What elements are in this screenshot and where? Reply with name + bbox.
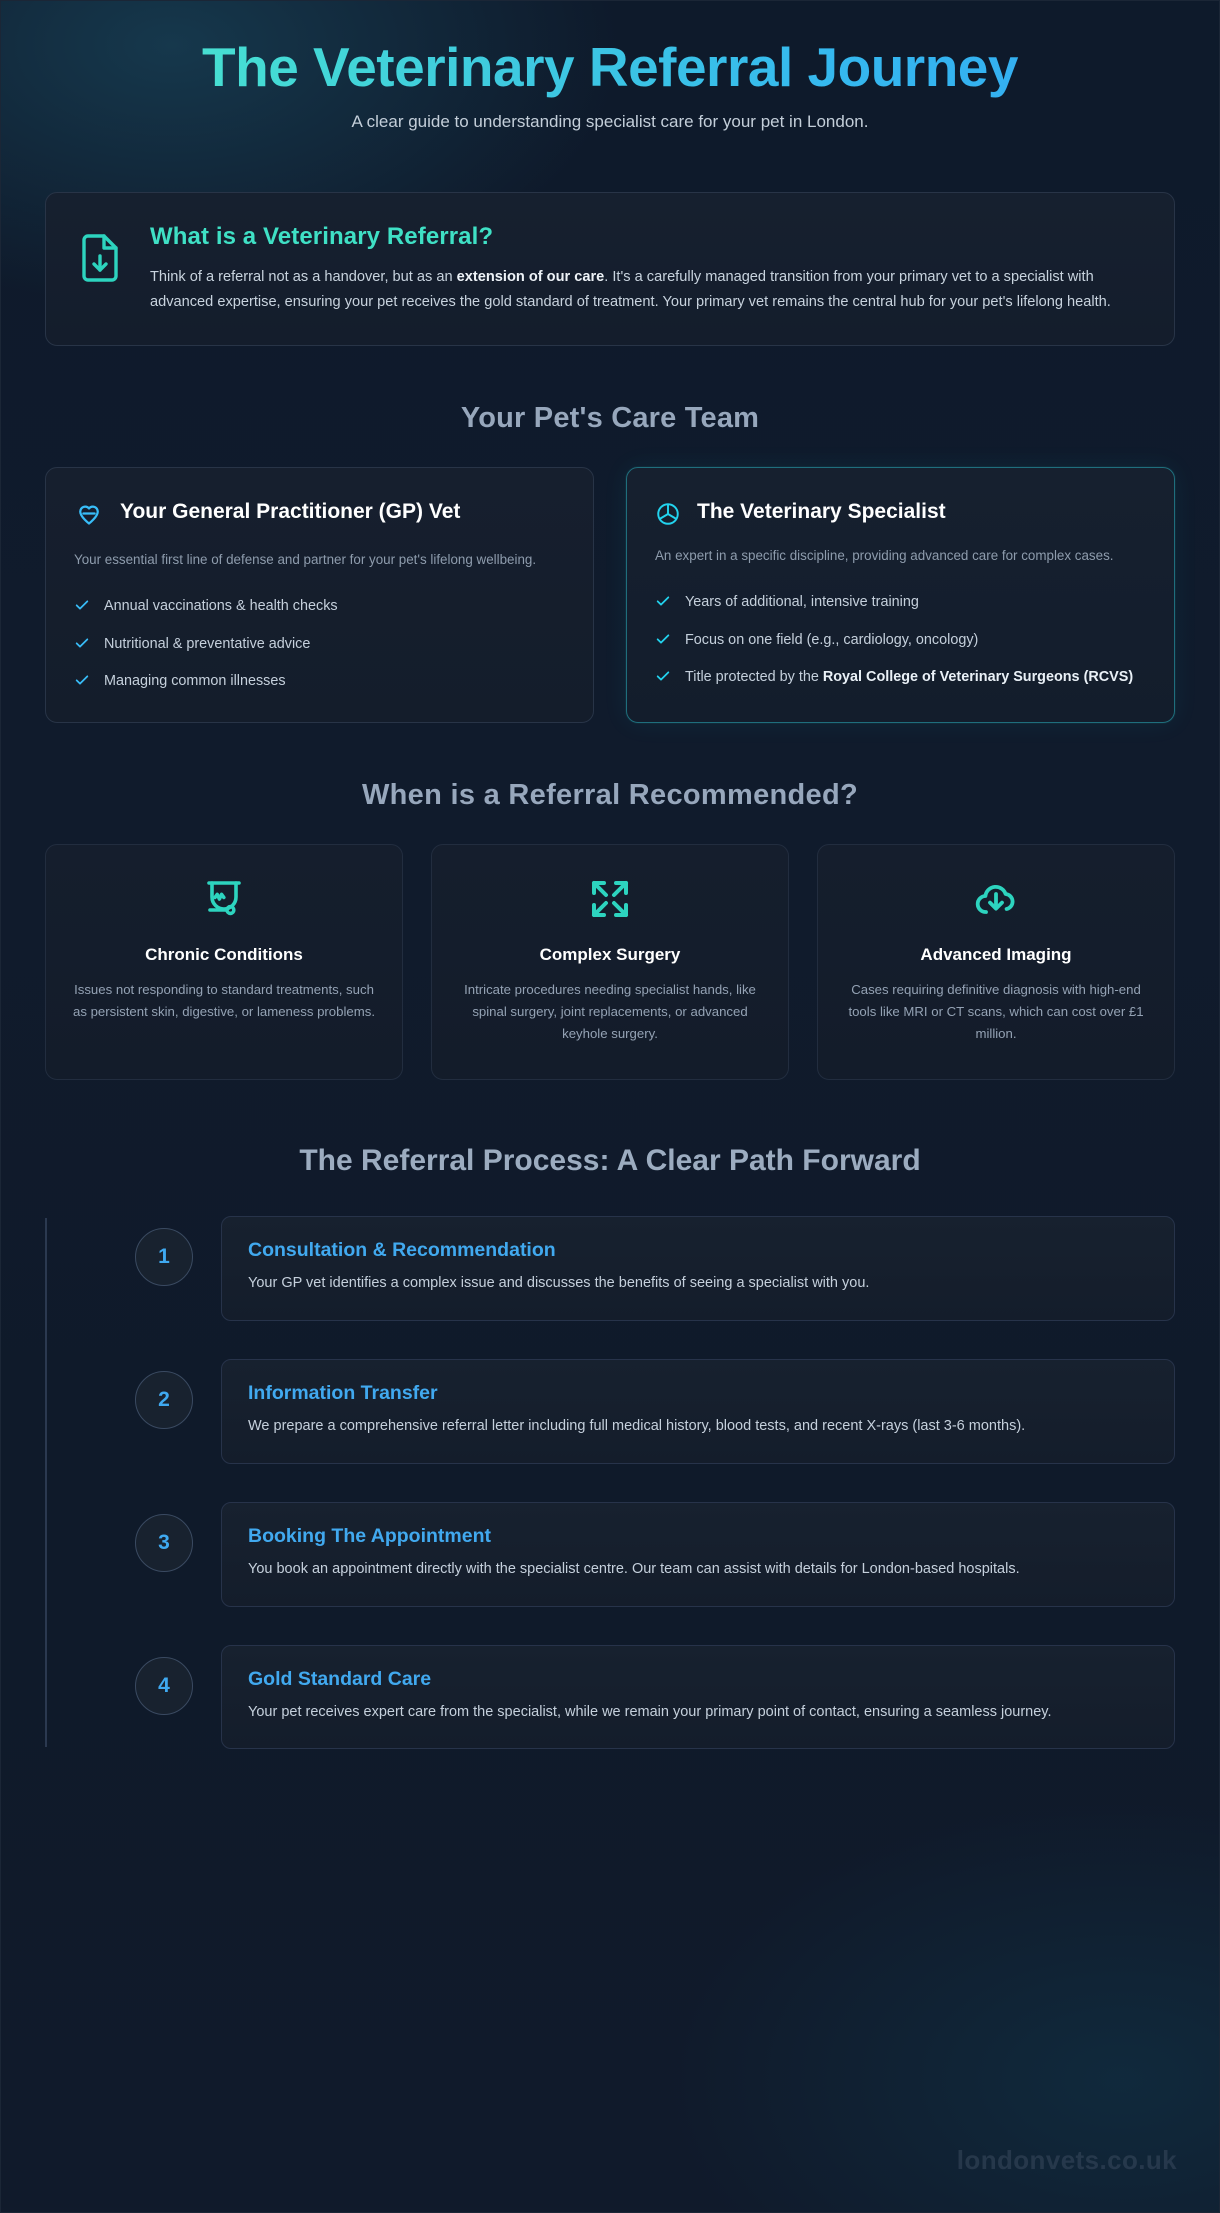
list-item-label: Nutritional & preventative advice	[104, 635, 311, 652]
care-team-grid: Your General Practitioner (GP) Vet Your …	[45, 466, 1175, 724]
step-description: We prepare a comprehensive referral lett…	[248, 1417, 1026, 1434]
step-card: Booking The Appointment You book an appo…	[221, 1501, 1175, 1607]
specialist-title: The Veterinary Specialist	[697, 499, 946, 523]
step-title: Gold Standard Care	[248, 1667, 432, 1690]
reason-card-chronic-conditions: Chronic Conditions Issues not responding…	[45, 844, 403, 1080]
definition-text-bold: extension of our care	[456, 268, 605, 285]
process-step: 2 Information Transfer We prepare a comp…	[135, 1358, 1175, 1464]
reason-title: Complex Surgery	[539, 945, 681, 965]
definition-text-b: . It's a carefully managed transition fr…	[150, 268, 1111, 310]
page-subtitle: A clear guide to understanding specialis…	[351, 111, 869, 131]
definition-card: What is a Veterinary Referral? Think of …	[45, 191, 1175, 346]
gp-vet-list: Annual vaccinations & health checks Nutr…	[74, 595, 565, 692]
definition-text-a: Think of a referral not as a handover, b…	[150, 268, 457, 285]
process-step: 1 Consultation & Recommendation Your GP …	[135, 1215, 1175, 1321]
step-title: Consultation & Recommendation	[248, 1238, 556, 1261]
list-item: Annual vaccinations & health checks	[74, 595, 565, 617]
specialist-badge-icon	[655, 498, 681, 527]
heart-pulse-icon	[74, 498, 104, 531]
site-watermark: londonvets.co.uk	[956, 2145, 1177, 2175]
list-item: Focus on one field (e.g., cardiology, on…	[655, 629, 1146, 651]
step-card: Consultation & Recommendation Your GP ve…	[221, 1215, 1175, 1321]
check-icon	[655, 591, 671, 609]
definition-title: What is a Veterinary Referral?	[150, 222, 494, 250]
step-number: 2	[135, 1370, 193, 1429]
reason-description: Issues not responding to standard treatm…	[73, 982, 375, 1020]
reasons-grid: Chronic Conditions Issues not responding…	[45, 844, 1175, 1080]
specialist-card: The Veterinary Specialist An expert in a…	[626, 466, 1175, 724]
list-item-label-prefix: Title protected by the	[685, 669, 823, 686]
step-description: Your GP vet identifies a complex issue a…	[248, 1274, 870, 1291]
reason-description: Intricate procedures needing specialist …	[464, 982, 756, 1042]
file-download-icon	[76, 223, 124, 285]
list-item: Title protected by the Royal College of …	[655, 666, 1146, 688]
list-item-label: Focus on one field (e.g., cardiology, on…	[685, 631, 979, 648]
step-description: You book an appointment directly with th…	[248, 1560, 1020, 1577]
page-title: The Veterinary Referral Journey	[45, 31, 1175, 100]
process-section-title: The Referral Process: A Clear Path Forwa…	[299, 1143, 921, 1177]
list-item: Nutritional & preventative advice	[74, 633, 565, 655]
check-icon	[74, 633, 90, 651]
timeline-rail	[45, 1217, 47, 1748]
step-number: 3	[135, 1513, 193, 1572]
gp-vet-description: Your essential first line of defense and…	[74, 551, 537, 567]
gp-vet-card: Your General Practitioner (GP) Vet Your …	[45, 466, 594, 724]
definition-text: Think of a referral not as a handover, b…	[150, 265, 1142, 315]
list-item: Years of additional, intensive training	[655, 591, 1146, 613]
specialist-description: An expert in a specific discipline, prov…	[655, 547, 1114, 563]
check-icon	[655, 666, 671, 684]
stethoscope-monitor-icon	[68, 875, 380, 923]
reason-title: Advanced Imaging	[920, 945, 1072, 965]
list-item-label: Years of additional, intensive training	[685, 594, 919, 611]
reason-title: Chronic Conditions	[145, 945, 303, 965]
reason-card-advanced-imaging: Advanced Imaging Cases requiring definit…	[817, 844, 1175, 1080]
care-team-section-title: Your Pet's Care Team	[460, 401, 760, 434]
reason-card-complex-surgery: Complex Surgery Intricate procedures nee…	[431, 844, 789, 1080]
page-header: The Veterinary Referral Journey A clear …	[45, 1, 1175, 132]
list-item-label-bold: Royal College of Veterinary Surgeons (RC…	[822, 669, 1134, 686]
step-number: 4	[135, 1656, 193, 1715]
check-icon	[74, 595, 90, 613]
process-step: 3 Booking The Appointment You book an ap…	[135, 1501, 1175, 1607]
process-step: 4 Gold Standard Care Your pet receives e…	[135, 1644, 1175, 1750]
list-item-label: Annual vaccinations & health checks	[104, 598, 338, 615]
step-title: Information Transfer	[248, 1381, 438, 1404]
step-card: Information Transfer We prepare a compre…	[221, 1358, 1175, 1464]
specialist-list: Years of additional, intensive training …	[655, 591, 1146, 688]
reasons-section-title: When is a Referral Recommended?	[362, 779, 858, 812]
process-timeline: 1 Consultation & Recommendation Your GP …	[45, 1215, 1175, 1750]
reason-description: Cases requiring definitive diagnosis wit…	[848, 982, 1144, 1042]
cloud-download-icon	[840, 875, 1152, 923]
gp-vet-title: Your General Practitioner (GP) Vet	[120, 499, 461, 523]
step-title: Booking The Appointment	[248, 1524, 491, 1547]
step-number: 1	[135, 1227, 193, 1286]
step-description: Your pet receives expert care from the s…	[248, 1703, 1052, 1720]
list-item: Managing common illnesses	[74, 670, 565, 692]
check-icon	[74, 670, 90, 688]
step-card: Gold Standard Care Your pet receives exp…	[221, 1644, 1175, 1750]
expand-arrows-icon	[454, 875, 766, 923]
check-icon	[655, 629, 671, 647]
list-item-label: Managing common illnesses	[104, 673, 286, 690]
list-item-label: Title protected by the Royal College of …	[685, 666, 1133, 688]
